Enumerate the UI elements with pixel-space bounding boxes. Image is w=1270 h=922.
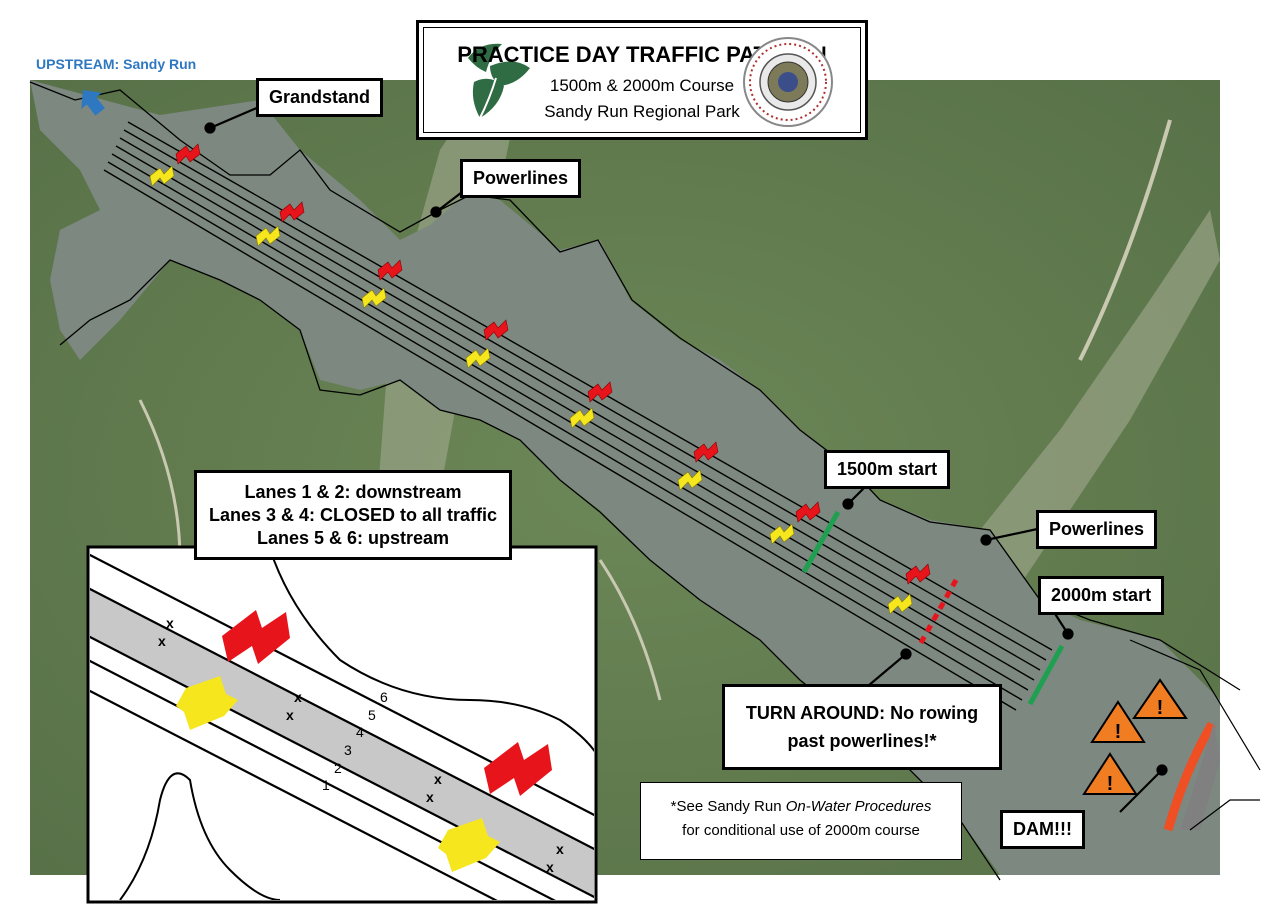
course-lanes [103, 121, 1053, 711]
trail [1078, 119, 1172, 361]
buoy-mark: x [426, 789, 434, 805]
vasra-seal [743, 37, 833, 127]
start-2000m-label: 2000m start [1038, 576, 1165, 615]
upstream-marker [483, 319, 509, 341]
downstream-marker [769, 523, 795, 545]
warning-symbol: ! [1107, 773, 1114, 795]
lanes-downstream: Lanes 1 & 2: downstream [244, 482, 462, 502]
warning-symbol: ! [1115, 721, 1122, 743]
turn-around-warning: TURN AROUND: No rowing past powerlines!* [722, 684, 1002, 770]
powerlines-label-right: Powerlines [1036, 510, 1158, 549]
lane-number: 5 [368, 707, 376, 723]
lane-number: 2 [334, 760, 342, 776]
dam [1163, 721, 1216, 832]
buoy-mark: x [556, 841, 564, 857]
downstream-marker [677, 469, 703, 491]
inset-shoreline [119, 772, 281, 900]
grandstand-label: Grandstand [256, 78, 384, 117]
buoy-mark: x [434, 771, 442, 787]
downstream-marker [569, 407, 595, 429]
downstream-marker [887, 593, 913, 615]
note-line2: for conditional use of 2000m course [682, 822, 920, 839]
title-inner-frame: PRACTICE DAY TRAFFIC PATTERN 1500m & 200… [423, 27, 861, 133]
downstream-marker [149, 165, 175, 187]
start-line-2000m [1027, 644, 1065, 706]
lanes-closed: Lanes 3 & 4: CLOSED to all traffic [208, 505, 498, 525]
closed-lanes-band [90, 589, 594, 897]
warning-symbol: ! [1157, 697, 1164, 719]
downstream-marker [361, 287, 387, 309]
start-1500m-label: 1500m start [824, 450, 951, 489]
upstream-marker [377, 259, 403, 281]
note-prefix: *See Sandy Run [670, 798, 786, 815]
warning-triangle-icon: ! [1090, 700, 1146, 743]
downstream-marker [438, 818, 500, 872]
powerlines-label-top: Powerlines [460, 159, 582, 198]
lanes-upstream: Lanes 5 & 6: upstream [256, 528, 450, 548]
upstream-marker [175, 143, 201, 165]
dam-label: DAM!!! [1000, 810, 1085, 849]
lane-number: 6 [380, 689, 388, 705]
upstream-arrow-icon [81, 89, 105, 116]
turn-around-line2: past powerlines!* [787, 731, 937, 751]
buoy-mark: x [166, 615, 174, 631]
upstream-marker [905, 563, 931, 585]
upstream-marker [279, 201, 305, 223]
lane-detail-inset: 1 2 3 4 5 6 x x x x x x x x [86, 545, 598, 904]
title-box: PRACTICE DAY TRAFFIC PATTERN 1500m & 200… [416, 20, 868, 140]
buoy-mark: x [546, 859, 554, 875]
upstream-marker [587, 381, 613, 403]
warning-triangle-icon: ! [1082, 752, 1138, 795]
warning-triangle-icon: ! [1132, 678, 1188, 719]
downstream-marker [255, 225, 281, 247]
downstream-marker [465, 347, 491, 369]
upstream-marker [484, 742, 552, 796]
leaf-heron-logo [468, 43, 530, 119]
upstream-markers [175, 143, 931, 585]
start-line-1500m [801, 510, 841, 574]
upstream-marker [693, 441, 719, 463]
lane-number: 3 [344, 742, 352, 758]
upstream-label: UPSTREAM: Sandy Run [36, 56, 197, 72]
powerline-corridor-right [940, 210, 1220, 600]
turn-around-line1: TURN AROUND: No rowing [745, 703, 979, 723]
buoy-mark: x [286, 707, 294, 723]
inset-shoreline [269, 549, 594, 753]
note-procedures-title: On-Water Procedures [785, 798, 932, 815]
lane-number: 1 [322, 777, 330, 793]
shoreline-dam [1189, 799, 1260, 831]
title-sub-course: 1500m & 2000m Course [549, 76, 735, 95]
buoy-mark: x [294, 689, 302, 705]
title-sub-park: Sandy Run Regional Park [544, 102, 740, 121]
shoreline-dam [1129, 639, 1261, 771]
trail [598, 559, 662, 701]
dam-spillway [1180, 722, 1220, 830]
upstream-marker [222, 610, 290, 664]
procedures-note: *See Sandy Run On-Water Procedures for c… [640, 782, 962, 860]
lane-number: 4 [356, 724, 364, 740]
reservoir-water [30, 80, 1220, 875]
buoy-mark: x [158, 633, 166, 649]
upstream-marker [795, 501, 821, 523]
downstream-marker [176, 676, 238, 730]
downstream-markers [149, 165, 913, 615]
lanes-legend: Lanes 1 & 2: downstream Lanes 3 & 4: CLO… [194, 470, 512, 560]
